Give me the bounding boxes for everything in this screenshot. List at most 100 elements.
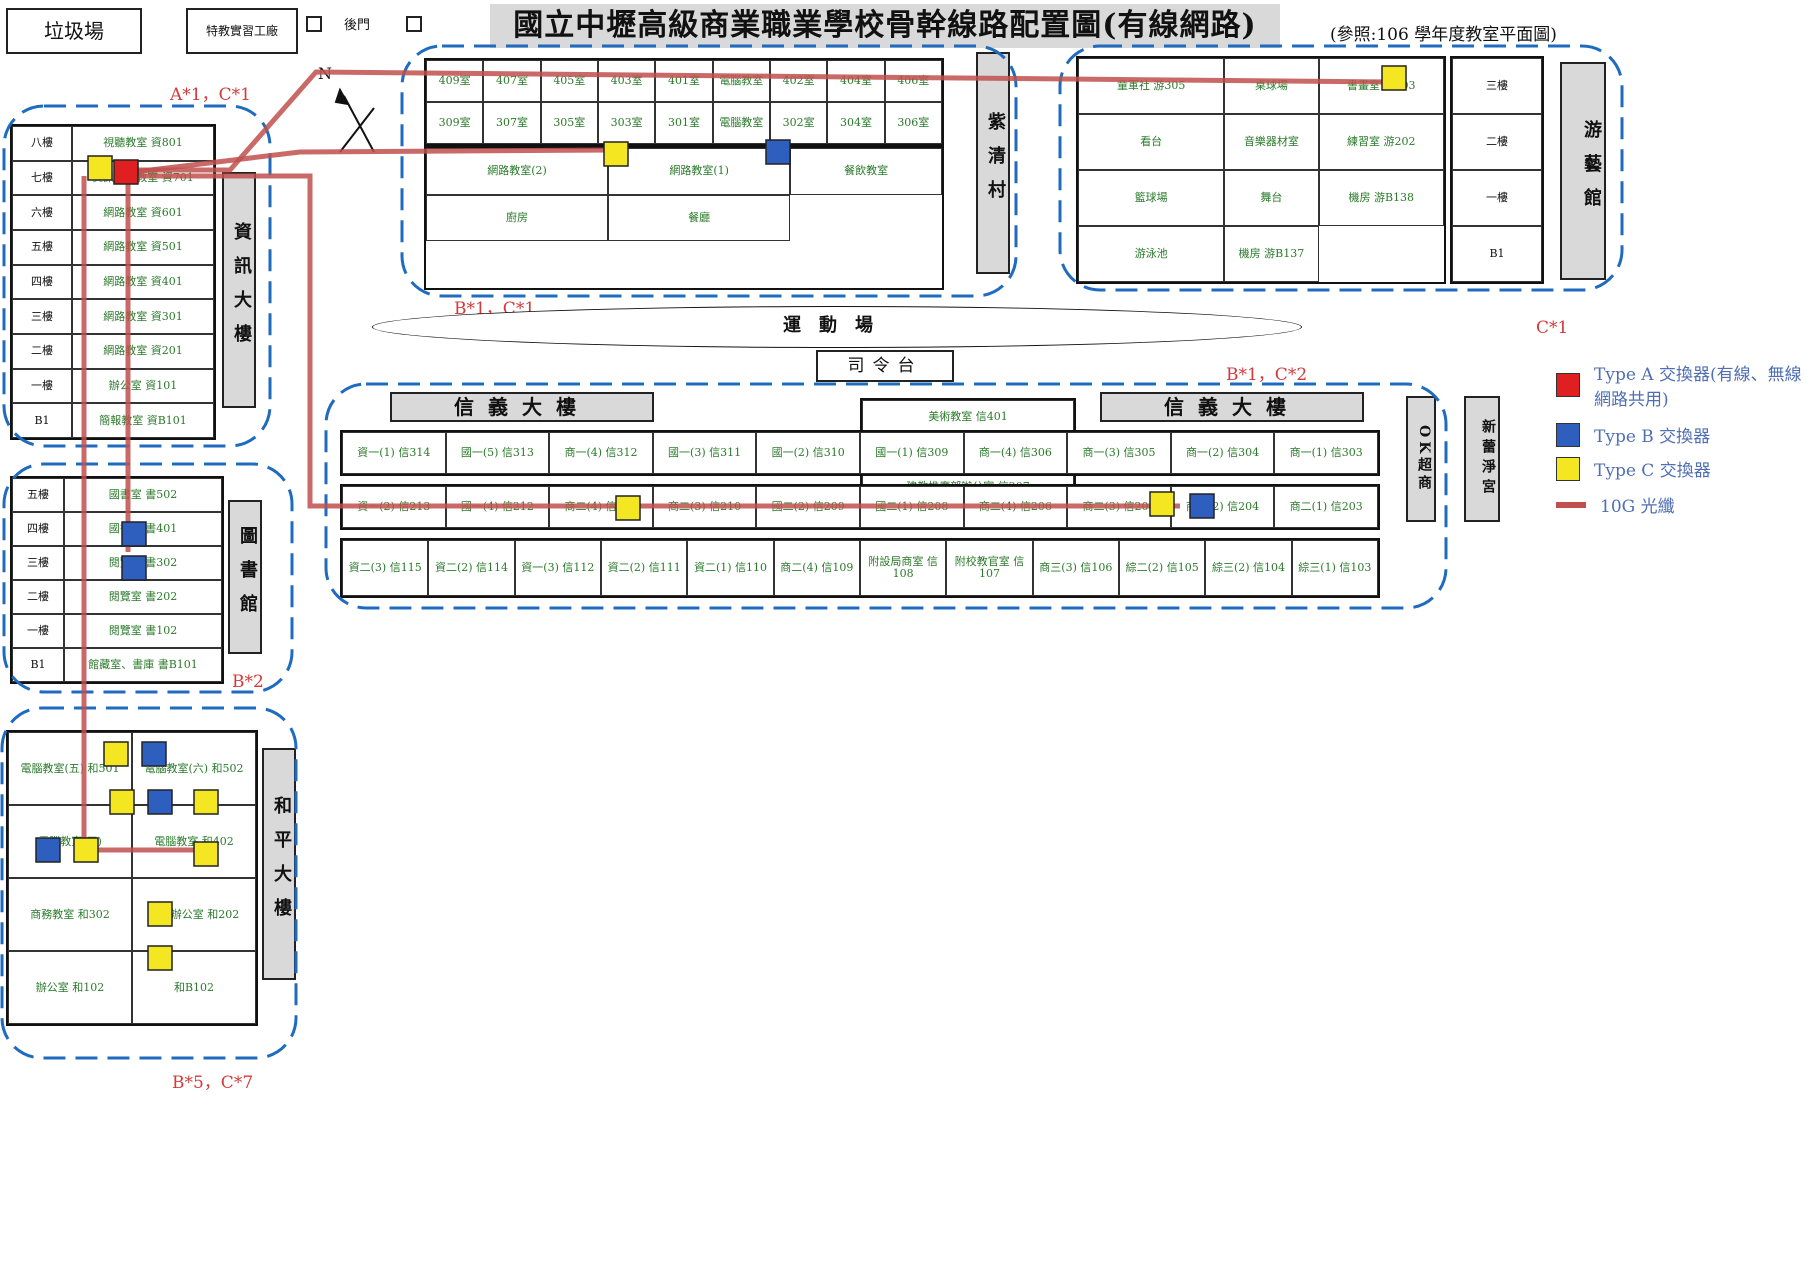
north-block-zone-outline xyxy=(400,44,1018,298)
room-cell: 409室 xyxy=(426,60,484,102)
switch-c-xinyi-left xyxy=(615,495,641,521)
room-cell: 電腦教室(四) xyxy=(8,805,132,878)
legend-type-b-label: Type B 交換器 xyxy=(1594,427,1711,447)
count-tushu: B*2 xyxy=(232,672,264,692)
tushu-zone-outline xyxy=(2,462,294,694)
room-cell: 辦公室 資101 xyxy=(72,368,214,404)
room-cell: 看台 xyxy=(1078,114,1225,170)
switch-c-heping-3f xyxy=(73,837,99,863)
room-cell: 國書室 書502 xyxy=(64,478,222,512)
command-stage: 司令台 xyxy=(816,350,954,382)
room-cell: 商務教室 和302 xyxy=(8,878,132,951)
floor-label: 六樓 xyxy=(12,195,72,230)
fiber-zixun-to-xinyi xyxy=(134,173,1180,509)
page-title: 國立中壢高級商業職業學校骨幹線路配置圖(有線網路) xyxy=(490,4,1280,48)
zixun-label: 資訊大樓 xyxy=(222,172,256,408)
switch-c-heping-5f-a xyxy=(103,741,129,767)
room-cell: 辦公室 和102 xyxy=(8,951,132,1024)
classroom-cell: 國一(1) 信309 xyxy=(859,432,964,474)
room-cell: 游泳池 xyxy=(1078,226,1225,282)
floor-label: 二樓 xyxy=(12,580,64,614)
legend-type-a: Type A 交換器(有線、無線網路共用) xyxy=(1556,360,1806,410)
floor-label: 四樓 xyxy=(12,512,64,546)
classroom-cell: 商一(1) 信303 xyxy=(1274,432,1378,474)
room-cell: 301室 xyxy=(655,102,713,144)
room-cell: 籃球場 xyxy=(1078,170,1225,226)
fiber-zixun-to-youyi xyxy=(124,69,1391,173)
yellow-square-icon xyxy=(1556,456,1580,481)
garbage-yard-box: 垃圾場 xyxy=(6,8,142,54)
room-cell: 302室 xyxy=(769,102,828,144)
switch-c-zixun xyxy=(87,155,113,181)
switch-b-heping-3f xyxy=(35,837,61,863)
room-cell: 網路教室 資601 xyxy=(72,195,214,230)
youyi-label: 游藝館 xyxy=(1560,62,1606,280)
north-block-lower-grid: 網路教室(2)網路教室(1)餐飲教室廚房餐廳 xyxy=(424,146,944,290)
back-gate-left-marker xyxy=(306,16,322,32)
room-cell: 閱覽室 書202 xyxy=(64,580,222,614)
legend-type-c-label: Type C 交換器 xyxy=(1594,461,1711,481)
floor-label: 三樓 xyxy=(12,299,72,334)
switch-c-heping-4f xyxy=(109,789,135,815)
room-cell: 練習室 游202 xyxy=(1318,114,1444,170)
classroom-cell: 商三(3) 信106 xyxy=(1032,540,1119,596)
room-cell: 306室 xyxy=(884,102,942,144)
classroom-cell: 資二(3) 信115 xyxy=(342,540,429,596)
room-cell: 童軍社 游305 xyxy=(1078,58,1225,114)
floor-label: B1 xyxy=(1452,226,1542,282)
room-cell: 餐飲教室 xyxy=(790,148,942,195)
classroom-cell: 國一(5) 信313 xyxy=(445,432,550,474)
room-cell: 303室 xyxy=(597,102,656,144)
blue-square-icon xyxy=(1556,422,1580,447)
classroom-cell: 商二(4) 信109 xyxy=(773,540,860,596)
ok-store-label: OK超商 xyxy=(1406,396,1436,522)
classroom-cell: 商二(1) 信203 xyxy=(1274,486,1378,528)
floor-label: 四樓 xyxy=(12,264,72,300)
tushu-label: 圖書館 xyxy=(228,500,262,654)
floor-label: B1 xyxy=(12,403,72,438)
room-cell: 307室 xyxy=(483,102,541,144)
floor-label: B1 xyxy=(12,648,64,682)
heping-zone-outline xyxy=(0,706,298,1060)
classroom-cell: 資二(2) 信114 xyxy=(428,540,515,596)
legend-fiber: 10G 光纖 xyxy=(1556,492,1675,517)
reference-note: (參照:106 學年度教室平面圖) xyxy=(1330,25,1557,45)
floor-label: 二樓 xyxy=(1452,114,1542,170)
switch-b-heping-5f xyxy=(141,741,167,767)
room-cell: 視聽教室 資801 xyxy=(72,126,214,161)
floor-label: 五樓 xyxy=(12,478,64,512)
classroom-cell: 資一(1) 信314 xyxy=(342,432,446,474)
floor-label: 二樓 xyxy=(12,334,72,369)
classroom-cell: 綜三(1) 信103 xyxy=(1291,540,1378,596)
classroom-cell: 商一(4) 信312 xyxy=(549,432,653,474)
room-cell: 電腦教室 xyxy=(712,102,770,144)
room-cell: 405室 xyxy=(540,60,598,102)
zhiqing-label: 紫清村 xyxy=(976,52,1010,274)
room-cell: 網路教室(1) xyxy=(608,148,791,195)
north-arrow-cross xyxy=(339,107,375,153)
classroom-cell: 附設局商室 信108 xyxy=(860,540,947,596)
back-gate-right-marker xyxy=(406,16,422,32)
legend-type-b: Type B 交換器 xyxy=(1556,422,1710,447)
classroom-cell: 資二(2) 信111 xyxy=(601,540,688,596)
switch-a-zixun xyxy=(113,159,139,185)
fiber-line-icon xyxy=(1556,501,1586,508)
legend-type-c: Type C 交換器 xyxy=(1556,456,1711,481)
room-cell: 403室 xyxy=(597,60,656,102)
xinyi-label-right: 信義大樓 xyxy=(1100,392,1364,422)
room-cell: 網路教室(2) xyxy=(426,148,609,195)
xinlei-label: 新蕾淨宮 xyxy=(1464,396,1500,522)
classroom-cell: 商一(4) 信306 xyxy=(963,432,1068,474)
zixun-zone-outline xyxy=(2,104,272,448)
north-arrow-shaft xyxy=(343,95,375,153)
room-cell: 音樂器材室 xyxy=(1224,114,1319,170)
count-zixun: A*1，C*1 xyxy=(170,85,251,105)
floor-label: 三樓 xyxy=(1452,58,1542,114)
floor-label: 八樓 xyxy=(12,126,72,161)
xinyi-label-left: 信義大樓 xyxy=(390,392,654,422)
room-cell: 簡報教室 資B101 xyxy=(72,403,214,438)
